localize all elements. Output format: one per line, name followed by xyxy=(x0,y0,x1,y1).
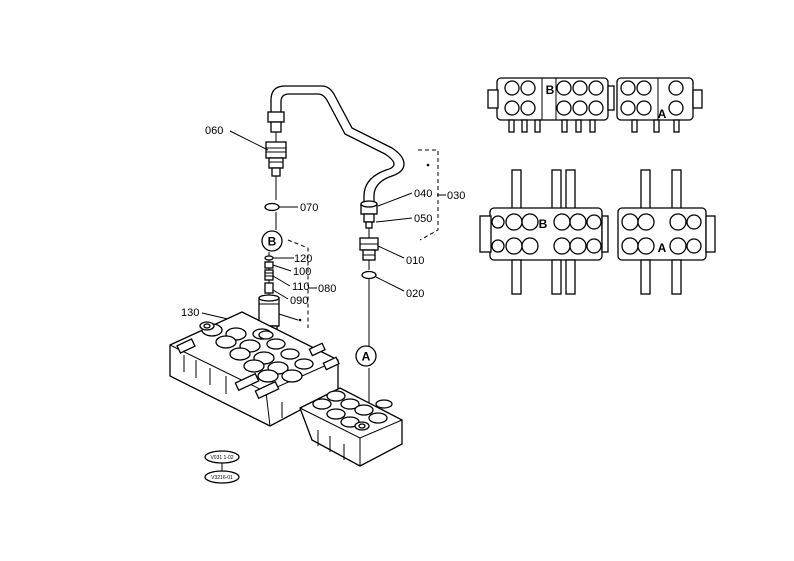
hydraulic-pipe xyxy=(270,85,405,204)
b-marker-letter: B xyxy=(268,235,277,249)
a-marker-circle xyxy=(355,345,377,367)
right-valve-block xyxy=(299,387,403,467)
label-080: 080 xyxy=(318,283,336,295)
label-020: 020 xyxy=(406,288,424,300)
top-view-valve-bank xyxy=(487,77,703,133)
callout-circles xyxy=(261,230,377,367)
right-fitting-stack xyxy=(359,200,379,420)
stamp-ovals xyxy=(204,450,240,484)
label-070: 070 xyxy=(300,202,318,214)
a-marker-letter: A xyxy=(362,350,371,364)
callout-letters: B A B A B A xyxy=(268,83,667,364)
label-030: 030 xyxy=(447,190,465,202)
top-view-b-letter: B xyxy=(546,83,555,97)
side-view-b-letter: B xyxy=(539,217,548,231)
stamp-lower: V3216-01 xyxy=(211,475,233,481)
left-fitting-stack xyxy=(258,111,287,335)
part-number-labels: 060 070 120 100 110 080 090 130 040 030 … xyxy=(181,125,465,319)
label-130: 130 xyxy=(181,307,199,319)
label-060: 060 xyxy=(205,125,223,137)
left-valve-block xyxy=(169,311,340,427)
top-view-a-letter: A xyxy=(658,107,667,121)
side-view-a-letter: A xyxy=(658,241,667,255)
label-090: 090 xyxy=(290,295,308,307)
stamp-upper: V031 1-02 xyxy=(210,455,233,461)
label-050: 050 xyxy=(414,213,432,225)
label-040: 040 xyxy=(414,188,432,200)
label-120: 120 xyxy=(294,253,312,265)
label-010: 010 xyxy=(406,255,424,267)
side-view-valve-bank xyxy=(479,169,716,295)
stamp-labels: V031 1-02 V3216-01 xyxy=(210,455,233,481)
right-leader-lines xyxy=(375,149,439,292)
b-marker-circle xyxy=(261,230,283,252)
label-100: 100 xyxy=(293,266,311,278)
label-110: 110 xyxy=(292,281,310,293)
